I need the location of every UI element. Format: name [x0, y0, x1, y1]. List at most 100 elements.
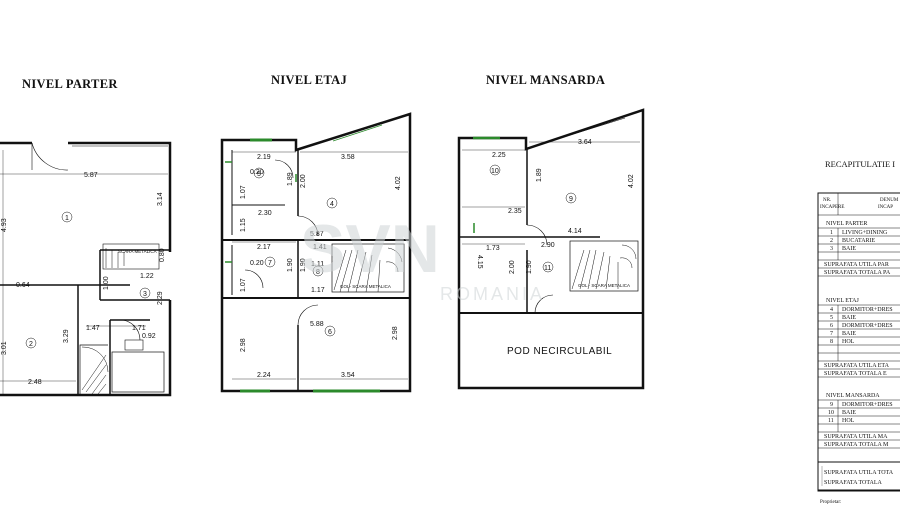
- dim-label: 1.07: [240, 278, 247, 292]
- dim-label: 2.30: [258, 210, 272, 217]
- row-name: DORMITOR+DRES: [842, 402, 893, 408]
- stair-label: GOL - SCARA METALICA: [578, 283, 630, 288]
- dim-label: 1.41: [313, 244, 327, 251]
- dim-label: 1.07: [240, 185, 247, 199]
- row-number: 6: [830, 323, 833, 329]
- room-number: 8: [316, 269, 320, 276]
- row-name: BUCATARIE: [842, 238, 876, 244]
- dim-label: 2.24: [257, 372, 271, 379]
- dim-label: 1.73: [486, 245, 500, 252]
- row-number: 2: [830, 238, 833, 244]
- section-total: SUPRAFATA UTILA MA: [824, 434, 888, 440]
- section-heading: NIVEL PARTER: [826, 221, 867, 227]
- stair-label: GOL- SCARA METALICA: [340, 284, 391, 289]
- parter-rooms: 1 2 3: [25, 211, 151, 349]
- dim-label: 1.90: [526, 260, 533, 274]
- row-number: 9: [830, 402, 833, 408]
- section-total: SUPRAFATA TOTALA PA: [824, 270, 891, 276]
- dim-label: 4.15: [476, 255, 483, 269]
- plan-title-mansarda: NIVEL MANSARDA: [486, 73, 606, 87]
- dim-label: 2.29: [157, 291, 164, 305]
- dim-label: 2.00: [300, 174, 307, 188]
- plan-parter: [0, 141, 172, 397]
- row-name: HOL: [842, 418, 855, 424]
- room-number: 6: [328, 329, 332, 336]
- dim-label: 3.01: [1, 341, 8, 355]
- row-name: BAIE: [842, 410, 856, 416]
- etaj-rooms: 5 4 7 8 6: [253, 167, 338, 337]
- dim-label: 2.98: [240, 338, 247, 352]
- dim-label: 1.22: [140, 273, 154, 280]
- room-number: 2: [29, 341, 33, 348]
- col-header-name: DENUM: [880, 198, 899, 203]
- dim-label: 3.64: [578, 139, 592, 146]
- dim-label: 2.25: [492, 152, 506, 159]
- row-name: BAIE: [842, 331, 856, 337]
- section-heading: NIVEL MANSARDA: [826, 393, 880, 399]
- dim-label: 1.15: [240, 218, 247, 232]
- dim-label: 4.14: [568, 228, 582, 235]
- dim-label: 1.90: [300, 258, 307, 272]
- etaj-dimensions: 2.19 3.58 0.20 1.07 1.89 2.00 4.02 2.30 …: [232, 151, 408, 380]
- room-number: 5: [257, 171, 261, 178]
- dim-label: 1.89: [287, 172, 294, 186]
- dim-label: 0.92: [142, 333, 156, 340]
- row-name: BAIE: [842, 315, 856, 321]
- room-number: 9: [569, 196, 573, 203]
- dim-label: 2.00: [509, 260, 516, 274]
- room-number: 4: [330, 201, 334, 208]
- dim-label: 4.02: [395, 176, 402, 190]
- section-total: SUPRAFATA TOTALA E: [824, 371, 887, 377]
- dim-label: 3.29: [63, 329, 70, 343]
- room-number: 3: [143, 291, 147, 298]
- dim-label: 1.47: [86, 325, 100, 332]
- dim-label: 0.80: [159, 248, 166, 262]
- row-number: 8: [830, 339, 833, 345]
- watermark: SVN ROMANIA: [300, 211, 545, 304]
- row-number: 5: [830, 315, 833, 321]
- dim-label: 0.64: [16, 282, 30, 289]
- recap-content: NR. INCAPERE DENUM INCAP NIVEL PARTER 1 …: [820, 198, 899, 505]
- row-number: 1: [830, 230, 833, 236]
- room-number: 1: [65, 215, 69, 222]
- row-number: 11: [828, 418, 834, 424]
- dim-label: 3.54: [341, 372, 355, 379]
- dim-label: 2.19: [257, 154, 271, 161]
- plan-title-parter: NIVEL PARTER: [22, 77, 118, 91]
- dim-label: 5.87: [84, 172, 98, 179]
- row-name: BAIE: [842, 246, 856, 252]
- room-number: 10: [491, 168, 499, 175]
- watermark-country: ROMANIA: [440, 284, 545, 304]
- dim-label: 2.35: [508, 208, 522, 215]
- recap-table: [817, 192, 900, 492]
- section-total: SUPRAFATA UTILA ETA: [824, 363, 890, 369]
- watermark-brand: SVN: [300, 211, 440, 287]
- dim-label: 2.48: [28, 379, 42, 386]
- plan-mansarda: [457, 108, 645, 390]
- section-total: SUPRAFATA TOTALA M: [824, 442, 889, 448]
- dim-label: 1.90: [287, 258, 294, 272]
- row-name: HOL: [842, 339, 855, 345]
- dim-label: 2.90: [541, 242, 555, 249]
- dim-label: 0.20: [250, 260, 264, 267]
- row-name: DORMITOR+DRES: [842, 307, 893, 313]
- row-number: 7: [830, 331, 833, 337]
- grand-total: SUPRAFATA UTILA TOTA: [824, 470, 894, 476]
- col-header-nr: NR.: [823, 198, 831, 203]
- plan-etaj: [220, 112, 412, 393]
- grand-total: SUPRAFATA TOTALA: [824, 480, 883, 486]
- dim-label: 5.87: [310, 231, 324, 238]
- row-number: 3: [830, 246, 833, 252]
- dim-label: 2.17: [257, 244, 271, 251]
- row-name: LIVING+DINING: [842, 230, 888, 236]
- dim-label: 1.00: [103, 276, 110, 290]
- dim-label: 1.89: [536, 168, 543, 182]
- room-number: 11: [544, 265, 551, 272]
- col-header-name: INCAP: [878, 205, 893, 210]
- dim-label: 1.17: [311, 287, 325, 294]
- section-total: SUPRAFATA UTILA PAR: [824, 262, 889, 268]
- dim-label: 2.98: [392, 326, 399, 340]
- owner-label: Proprietar:: [820, 500, 841, 505]
- dim-label: 0.20: [250, 169, 264, 176]
